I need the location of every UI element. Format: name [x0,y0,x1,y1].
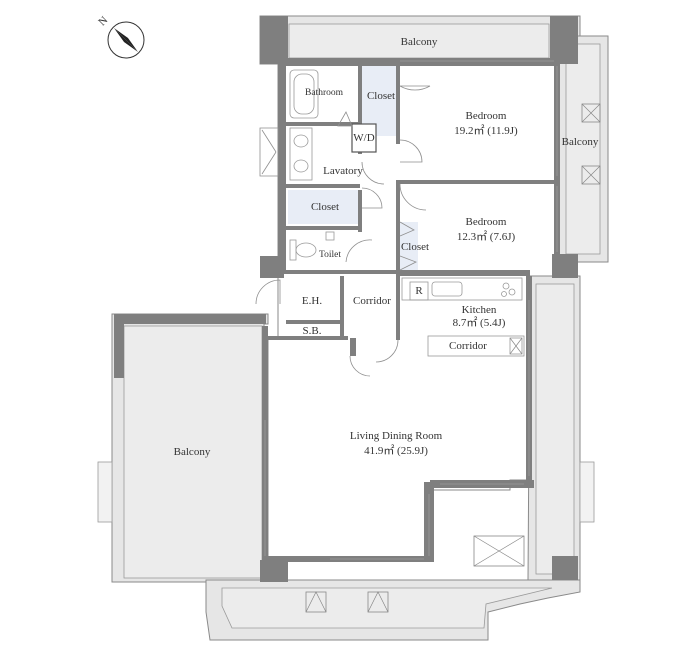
eh-label: E.H. [302,295,322,307]
balcony-left-area [97,313,269,583]
closet-top-label: Closet [367,90,395,102]
bedroom2-label: Bedroom [466,216,507,228]
washer-dryer [351,123,377,153]
fridge-label: R [415,285,423,297]
balcony-top-label: Balcony [401,36,438,48]
corridor1-label: Corridor [353,295,391,307]
closet-mid-area [288,190,358,224]
lavatory-label: Lavatory [323,165,363,177]
toilet-label: Toilet [319,250,341,260]
closet-mid-label: Closet [311,201,339,213]
north-compass: N [96,14,145,59]
toilet-bowl [289,231,335,261]
balcony-bottom-area [205,579,581,641]
kitchen-area: 8.7㎡ (5.4J) [453,316,506,329]
compass-n-label: N [96,14,110,28]
kitchen-island [427,335,525,357]
doors [255,85,431,377]
kitchen-counter [401,277,523,301]
bathroom-label: Bathroom [305,88,344,98]
bathtub [289,69,319,119]
drain-box [581,165,601,185]
bedroom2-area: 12.3㎡ (7.6J) [457,230,516,243]
bedroom1-label: Bedroom [466,110,507,122]
balcony-right-label: Balcony [562,136,599,148]
balcony-east-lower [473,275,595,581]
closet-small-label: Closet [401,241,429,253]
washbasin-counter [289,127,313,181]
windows [264,60,558,560]
bedroom1-area: 19.2㎡ (11.9J) [454,124,518,137]
fridge-space [409,281,429,301]
living-area: 41.9㎡ (25.9J) [364,444,428,457]
corridor2-label: Corridor [449,340,487,352]
sb-label: S.B. [303,325,322,337]
balcony-left-label: Balcony [174,446,211,458]
kitchen-label: Kitchen [462,304,497,316]
balcony-top-area [259,15,581,65]
wd-label: W/D [353,132,374,144]
living-label: Living Dining Room [350,430,443,442]
drain-box [581,103,601,123]
balcony-right-area [557,35,609,263]
